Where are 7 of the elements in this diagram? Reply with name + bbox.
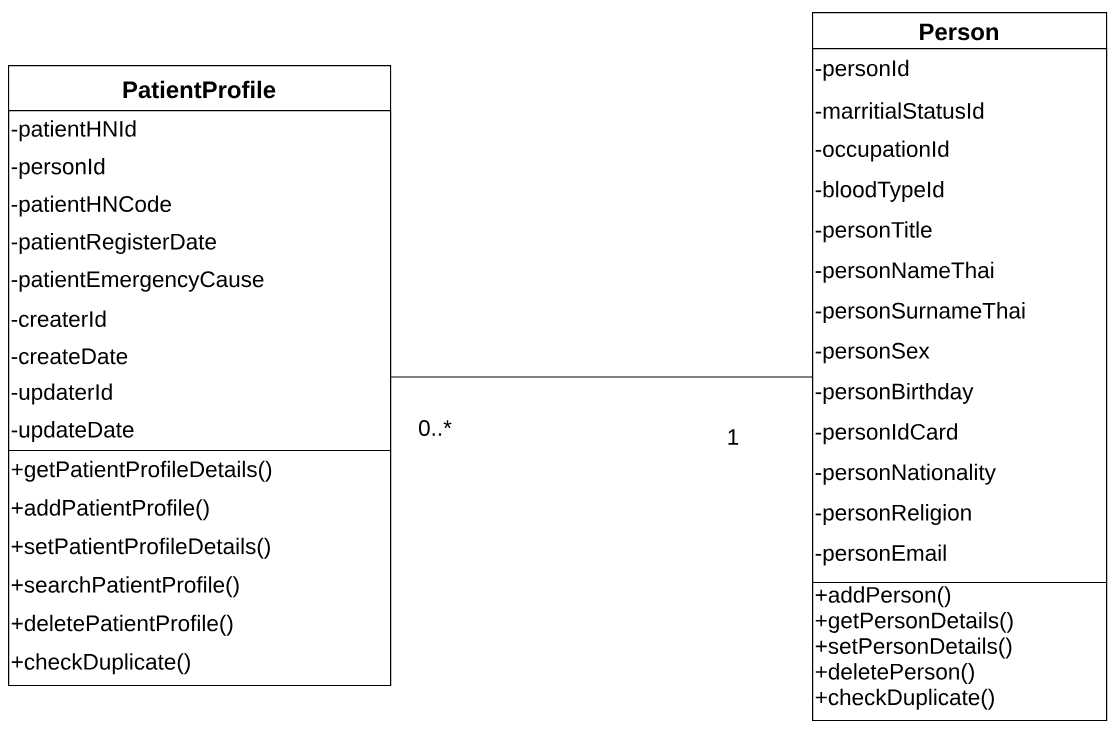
multiplicity: 0..*: [419, 420, 452, 436]
multiplicity: 1: [728, 429, 739, 445]
compartment: +addPerson() +getPersonDetails() +setPersonDetails() +deletePerson() +checkDuplicate(): [812, 582, 1108, 722]
compartment: -patientHNId -personId -patientHNCode -patientRegisterDate -patientEmergencyCause -createrId -createDate -updaterId -updateDate: [8, 110, 392, 452]
compartment: +getPatientProfileDetails() +addPatientProfile() +setPatientProfileDetails() +searchPatientProfile() +deletePatientProfile() +checkDuplicate(): [8, 450, 392, 687]
compartment: -personId -marritialStatusId -occupationId -bloodTypeId -personTitle -personNameThai -personSurnameThai -personSex -personBirthday -personIdCard -personNationality -personReligion -personEmail: [812, 48, 1108, 584]
association-line: [390, 376, 813, 378]
